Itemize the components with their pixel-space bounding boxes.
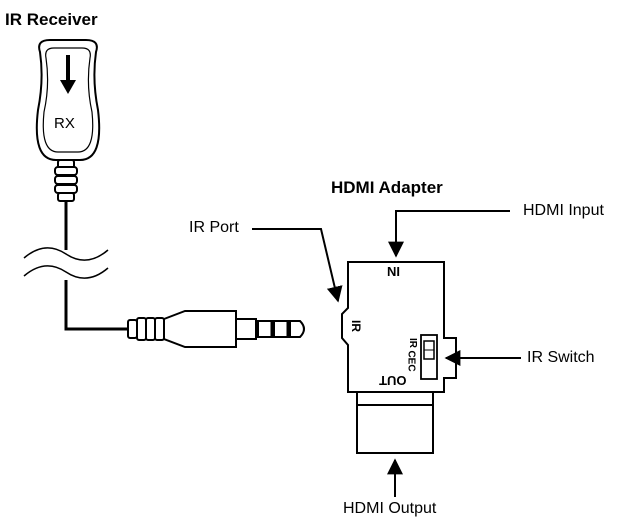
adapter-out-marking: OUT	[379, 373, 407, 388]
ir-port-label: IR Port	[189, 219, 239, 236]
ir-receiver	[35, 39, 101, 161]
hdmi-output-connector	[356, 391, 434, 406]
ir-receiver-title: IR Receiver	[5, 10, 98, 29]
adapter-in-marking: IN	[387, 264, 400, 279]
rx-marking: RX	[54, 115, 75, 132]
hdmi-adapter-title: HDMI Adapter	[331, 178, 443, 197]
hdmi-output-label: HDMI Output	[343, 500, 437, 517]
callout-lines	[252, 210, 521, 497]
ir-jack-plug	[127, 310, 305, 348]
cable-break-mark	[23, 247, 109, 261]
hdmi-input-arrow	[388, 210, 510, 258]
hdmi-adapter	[341, 261, 457, 454]
switch-ir-marking: IR	[407, 338, 418, 348]
ir-cable	[23, 201, 130, 331]
ir-switch-label: IR Switch	[527, 349, 595, 366]
switch-cec-marking: CEC	[405, 350, 417, 372]
receiver-strain-relief	[54, 159, 78, 202]
ir-port-arrow	[252, 228, 343, 303]
hdmi-input-label: HDMI Input	[523, 202, 604, 219]
adapter-ir-port-marking: IR	[349, 320, 363, 332]
